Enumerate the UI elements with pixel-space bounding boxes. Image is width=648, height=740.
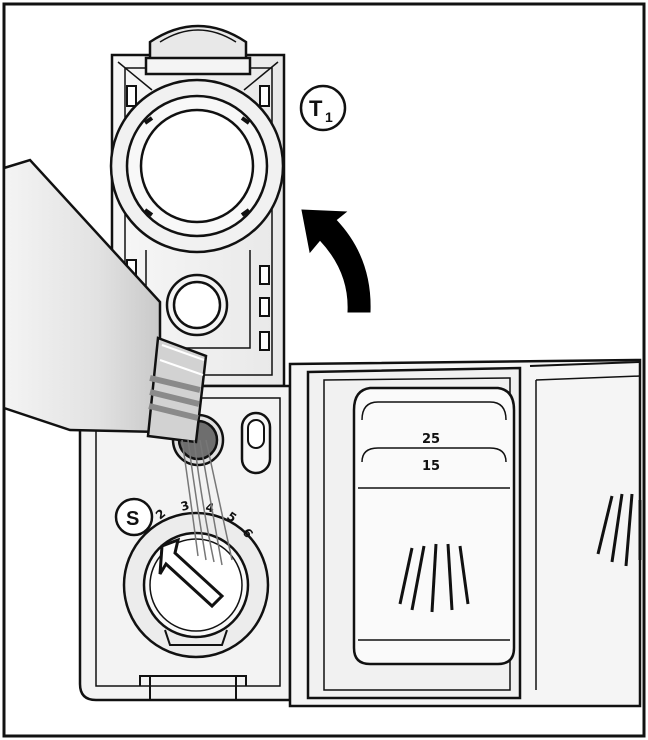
rinse-aid-dial-icon	[158, 537, 225, 609]
callout-s-label: S	[126, 508, 139, 530]
callout-t1: T 1	[299, 84, 347, 132]
callout-t1-main: T	[309, 96, 323, 121]
callout-s: S	[114, 497, 154, 537]
dial-setting-4: 4	[204, 500, 215, 515]
detergent-level-upper: 25	[422, 432, 440, 447]
detergent-compartment	[288, 358, 642, 708]
callout-t1-sub: 1	[325, 109, 333, 125]
spray-lines-icon	[398, 543, 470, 613]
spray-lines-icon-right	[596, 493, 642, 567]
curved-arrow-icon	[301, 209, 371, 313]
detergent-level-lower: 15	[422, 459, 440, 474]
pouring-stream	[181, 439, 233, 566]
detergent-bottle-icon	[2, 158, 208, 444]
dial-setting-3: 3	[179, 498, 191, 514]
